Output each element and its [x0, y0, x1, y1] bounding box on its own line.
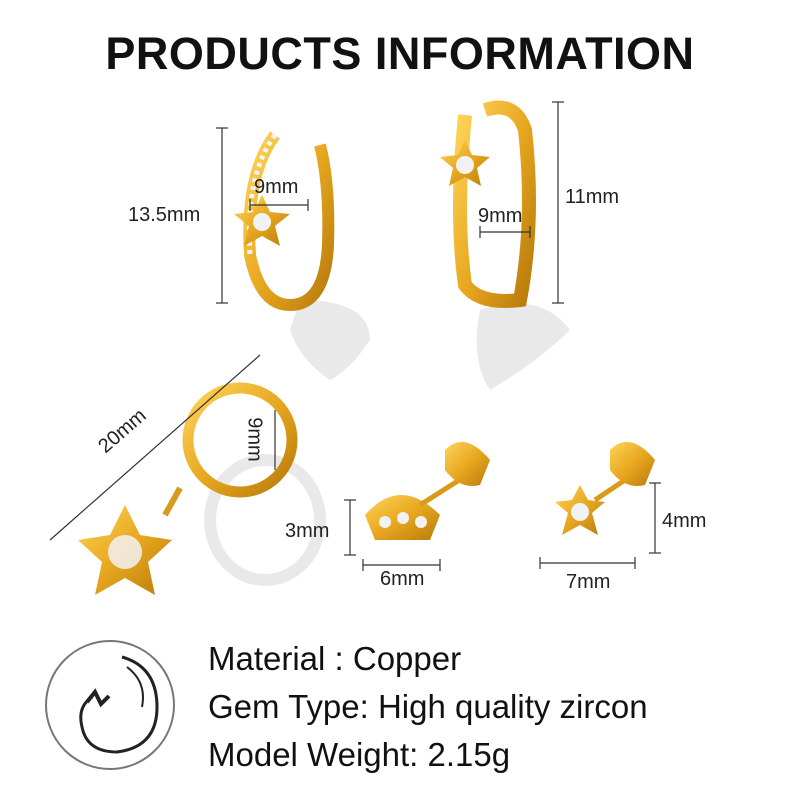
- cuff-height-label: 13.5mm: [128, 204, 201, 226]
- stud2-width-label: 7mm: [566, 571, 611, 593]
- dangle-shadow: [204, 454, 326, 586]
- weight-text: Model Weight: 2.15g: [208, 736, 511, 773]
- material-text: Material : Copper: [208, 640, 462, 677]
- stud-star-earring: [555, 442, 655, 535]
- dangle-earring: [78, 382, 298, 595]
- cuff-earring: [234, 131, 335, 312]
- dangle-hoop-label: 9mm: [243, 417, 266, 462]
- cuff-width-label: 9mm: [254, 176, 299, 198]
- stud1-height-label: 3mm: [285, 520, 330, 542]
- gem-type-text: Gem Type: High quality zircon: [208, 688, 648, 725]
- stud-crown-earring: [365, 442, 490, 540]
- huggie-height-label: 11mm: [565, 186, 620, 208]
- huggie-shadow: [476, 303, 570, 390]
- dimension-lines: [49, 101, 661, 571]
- huggie-earring: [440, 100, 536, 308]
- cuff-shadow: [290, 300, 370, 380]
- ear-icon: [45, 640, 175, 770]
- stud1-width-label: 6mm: [380, 568, 425, 590]
- huggie-width-label: 9mm: [478, 205, 523, 227]
- stud2-height-label: 4mm: [662, 510, 707, 532]
- page-title: PRODUCTS INFORMATION: [105, 28, 695, 79]
